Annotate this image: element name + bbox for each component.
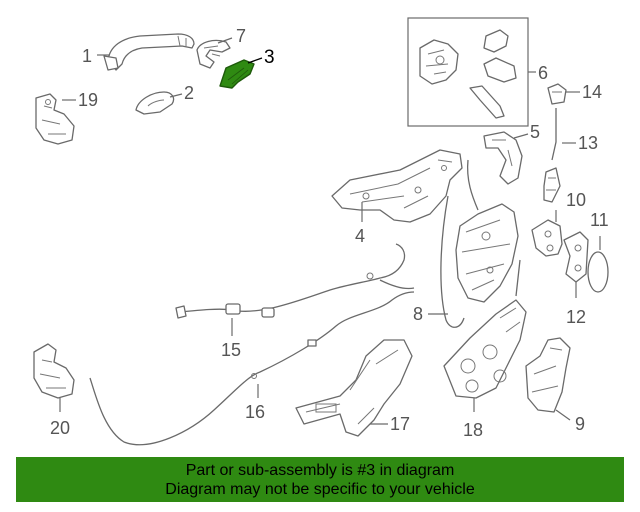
leader-2	[169, 93, 183, 98]
part-2-handle-trim[interactable]	[135, 91, 175, 115]
part-18-module[interactable]	[443, 299, 527, 399]
leader-3	[247, 57, 263, 64]
leader-9	[555, 409, 571, 421]
part-14-clip[interactable]	[547, 83, 567, 105]
part-10-striker[interactable]	[531, 219, 563, 257]
part-3-highlighted[interactable]	[219, 59, 255, 89]
label-8: 8	[413, 304, 423, 324]
banner-line-2: Diagram may not be specific to your vehi…	[165, 481, 475, 498]
part-15-cable[interactable]	[175, 243, 415, 319]
label-10: 10	[566, 190, 586, 210]
part-5-cover[interactable]	[483, 131, 523, 185]
parts-diagram: 1 7 3 2 19 6 14	[33, 17, 609, 446]
label-19: 19	[78, 90, 98, 110]
part-6-lock-cylinder-kit[interactable]	[407, 17, 529, 127]
part-16-long-cable[interactable]	[89, 291, 415, 446]
label-17: 17	[390, 414, 410, 434]
part-12-plate[interactable]	[563, 231, 589, 283]
part-17-handle-housing[interactable]	[295, 339, 413, 437]
part-19-bracket[interactable]	[35, 93, 75, 145]
label-16: 16	[245, 402, 265, 422]
label-4: 4	[355, 226, 365, 246]
label-20: 20	[50, 418, 70, 438]
label-5: 5	[530, 122, 540, 142]
part-20-bracket[interactable]	[33, 343, 75, 399]
label-3: 3	[264, 47, 275, 68]
leader-5	[513, 133, 529, 139]
label-12: 12	[566, 307, 586, 327]
part-7-handle-cap[interactable]	[196, 39, 231, 69]
info-banner: Part or sub-assembly is #3 in diagram Di…	[16, 457, 624, 502]
part-8-latch[interactable]	[440, 159, 521, 328]
label-6: 6	[538, 63, 548, 83]
label-14: 14	[582, 82, 602, 102]
label-1: 1	[82, 46, 92, 66]
part-13-rod[interactable]	[543, 108, 561, 203]
part-1-door-handle[interactable]	[103, 33, 195, 71]
leader-7	[217, 37, 233, 44]
part-4-handle-carrier[interactable]	[331, 149, 463, 223]
label-11: 11	[590, 210, 609, 230]
banner-line-1: Part or sub-assembly is #3 in diagram	[185, 462, 455, 479]
label-13: 13	[578, 133, 598, 153]
label-15: 15	[221, 340, 241, 360]
part-11-seal[interactable]	[587, 251, 609, 293]
label-18: 18	[463, 420, 483, 440]
label-9: 9	[575, 414, 585, 434]
part-9-bracket[interactable]	[525, 337, 571, 413]
label-2: 2	[184, 83, 194, 103]
label-7: 7	[236, 26, 246, 46]
